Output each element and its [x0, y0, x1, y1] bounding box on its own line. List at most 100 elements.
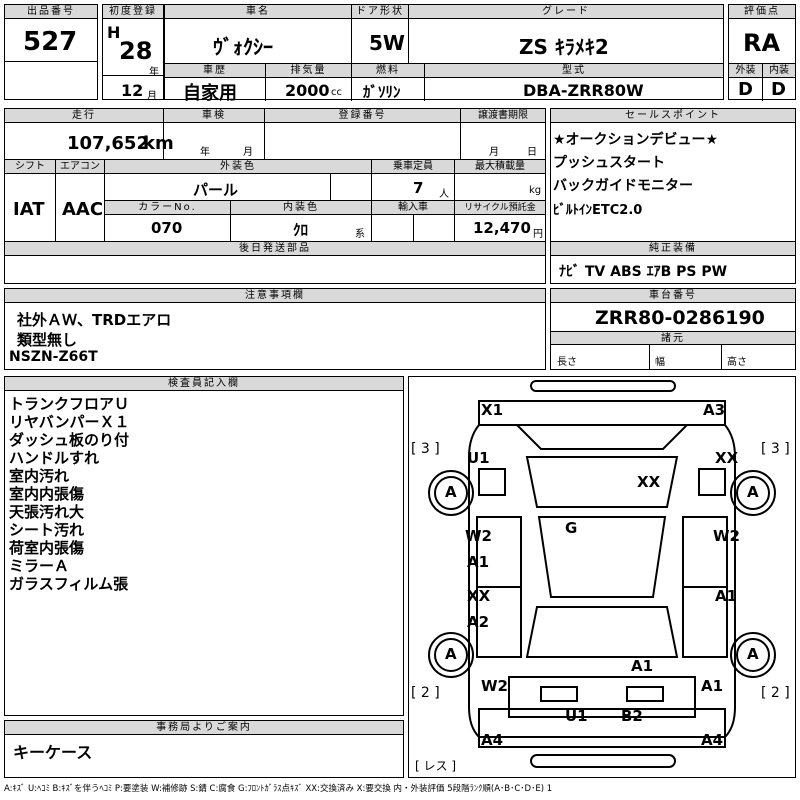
- color-no: 070: [151, 219, 183, 237]
- displacement-label: 排気量: [266, 64, 351, 78]
- note-line: 類型無し: [17, 331, 78, 349]
- door-type: 5W: [369, 31, 405, 55]
- interior-color-label: 内装色: [231, 201, 371, 215]
- damage-mark: A1: [467, 553, 490, 571]
- damage-mark: XX: [637, 473, 661, 491]
- import-label: 輸入車: [372, 201, 454, 215]
- model-code: DBA-ZRR80W: [523, 81, 644, 100]
- damage-mark: A4: [701, 731, 724, 749]
- lot-number-box: 出品番号 527: [4, 4, 98, 100]
- mileage: 107,652: [67, 133, 149, 154]
- equipment: ﾅﾋﾞ TV ABS ｴｱB PS PW: [559, 264, 728, 280]
- first-registration-box: 初度登録 H 28 年 12 月: [102, 4, 164, 102]
- damage-mark: XX: [715, 449, 739, 467]
- aircon-label: エアコン: [56, 160, 104, 174]
- lot-number-label: 出品番号: [5, 5, 97, 19]
- later-parts-label: 後日発送部品: [5, 242, 545, 256]
- capacity-unit: 人: [439, 189, 449, 200]
- interior-grade: D: [771, 79, 786, 100]
- car-name: ｳﾞｫｸｼｰ: [213, 35, 273, 59]
- exterior-color: パール: [193, 181, 239, 199]
- damage-mark: B2: [621, 707, 643, 725]
- lot-number: 527: [23, 27, 78, 57]
- specs-label: 諸元: [551, 331, 795, 345]
- note-line: NSZN-Z66T: [9, 349, 98, 365]
- count-value: 2: [420, 685, 430, 701]
- wheel-mark: A: [747, 483, 759, 501]
- reg-year: 28: [119, 37, 153, 65]
- fuel-label: 燃料: [352, 64, 424, 78]
- count-bracket: [ 3 ]: [761, 441, 790, 457]
- damage-mark: W2: [713, 527, 740, 545]
- less-label: レス: [423, 759, 448, 773]
- shift: IAT: [13, 199, 45, 220]
- selling-points-label: セールスポイント: [551, 109, 795, 123]
- interior-color: ｸﾛ: [293, 221, 309, 239]
- inspector-note: 室内内張傷: [9, 485, 85, 503]
- score-label: 評価点: [729, 5, 795, 19]
- max-load-label: 最大積載量: [455, 160, 545, 174]
- car-name-label: 車名: [165, 5, 351, 19]
- selling-points-box: セールスポイント ★オークションデビュー★ プッシュスタート バックガイドモニタ…: [550, 108, 796, 284]
- damage-mark: G: [565, 519, 578, 537]
- capacity: 7: [413, 179, 424, 197]
- grade-label: グレード: [409, 5, 723, 19]
- interior-label: 内装: [763, 64, 795, 78]
- exterior-label: 外装: [729, 64, 762, 78]
- chassis-box: 車台番号 ZRR80-0286190 諸元 長さ 幅 高さ: [550, 288, 796, 370]
- reg-number-label: 登録番号: [265, 109, 460, 123]
- month-unit: 月: [147, 91, 157, 102]
- car-diagram-box: X1 A3 U1 XX XX A A W2 A1 W2 G XX A2 A1 A…: [408, 376, 796, 778]
- selling-point-item: バックガイドモニター: [553, 178, 693, 194]
- spec-length: 長さ: [557, 357, 577, 368]
- wheel-mark: A: [445, 645, 457, 663]
- inspection-year-unit: 年: [200, 147, 210, 158]
- selling-point-item: ﾋﾞﾙﾄｲﾝETC2.0: [553, 203, 643, 218]
- transfer-day-unit: 日: [527, 147, 537, 158]
- chassis-number: ZRR80-0286190: [595, 307, 765, 329]
- recycle-fee-label: リサイクル預託金: [455, 201, 545, 215]
- score-box: 評価点 RA 外装 内装 D D: [728, 4, 796, 101]
- office-note: キーケース: [13, 743, 93, 762]
- first-registration-label: 初度登録: [103, 5, 163, 19]
- inspection-month-unit: 月: [243, 147, 253, 158]
- reg-month: 12: [121, 81, 144, 100]
- notes-label: 注意事項欄: [5, 289, 545, 303]
- damage-mark: XX: [467, 587, 491, 605]
- damage-mark: A2: [467, 613, 490, 631]
- damage-mark: A1: [631, 657, 654, 675]
- displacement: 2000: [285, 81, 330, 100]
- inspector-note: ミラーＡ: [9, 557, 70, 575]
- inspector-note: 室内汚れ: [9, 467, 70, 485]
- max-load-unit: kg: [529, 185, 542, 196]
- color-no-label: カラーNo.: [105, 201, 230, 215]
- count-bracket: [ 2 ]: [761, 685, 790, 701]
- damage-mark: A1: [701, 677, 724, 695]
- mileage-label: 走行: [5, 109, 163, 123]
- interior-color-unit: 系: [355, 229, 365, 240]
- count-value: 3: [420, 441, 430, 457]
- damage-mark: U1: [467, 449, 490, 467]
- inspector-note: リヤバンパーＸ１: [9, 413, 130, 431]
- inspector-note: 天張汚れ大: [9, 503, 85, 521]
- legend: A:ｷｽﾞ U:ﾍｺﾐ B:ｷｽﾞを伴うﾍｺﾐ P:要塗装 W:補修跡 S:錆 …: [4, 784, 553, 794]
- damage-mark: A4: [481, 731, 504, 749]
- recycle-fee-unit: 円: [533, 229, 543, 240]
- count-value: 2: [770, 685, 780, 701]
- damage-mark: W2: [465, 527, 492, 545]
- count-bracket: [ 2 ]: [411, 685, 440, 701]
- car-outline-diagram: [428, 380, 776, 768]
- inspector-notes-label: 検査員記入欄: [5, 377, 403, 391]
- fuel: ｶﾞｿﾘﾝ: [363, 83, 401, 101]
- displacement-unit: cc: [331, 87, 342, 98]
- history-label: 車歴: [165, 64, 265, 78]
- inspector-note: ガラスフィルム張: [9, 575, 129, 593]
- office-notes-label: 事務局よりご案内: [5, 721, 403, 735]
- selling-point-item: プッシュスタート: [553, 155, 665, 171]
- inspector-note: シート汚れ: [9, 521, 85, 539]
- notes-box: 注意事項欄 社外ＡＷ、TRDエアロ 類型無し NSZN-Z66T: [4, 288, 546, 370]
- count-value: 3: [770, 441, 780, 457]
- inspector-note: ハンドルすれ: [9, 449, 100, 467]
- mileage-unit: km: [143, 133, 174, 154]
- count-bracket: [ 3 ]: [411, 441, 440, 457]
